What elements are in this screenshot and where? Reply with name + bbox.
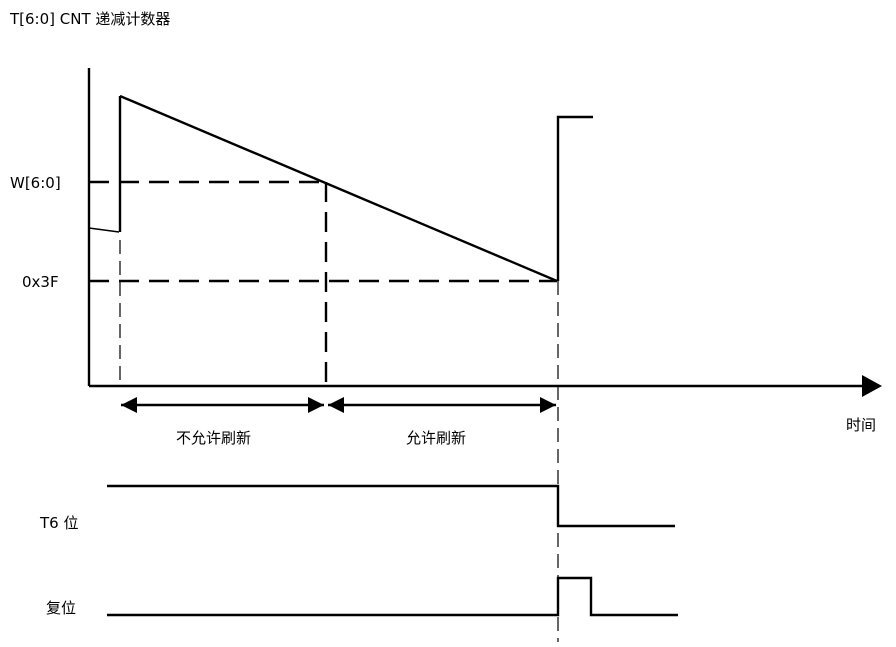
reset-signal-label: 复位 — [46, 599, 76, 617]
t6-signal-waveform — [107, 484, 675, 528]
refresh-left-arrowhead — [328, 397, 344, 413]
no-refresh-label: 不允许刷新 — [176, 429, 251, 447]
x-axis-arrowhead — [862, 375, 882, 397]
counter-reset-reload — [556, 115, 593, 281]
no-refresh-right-arrowhead — [308, 397, 324, 413]
counter-initial-level — [88, 227, 120, 233]
t6-signal-label: T6 位 — [39, 514, 78, 532]
threshold-value-label: 0x3F — [22, 273, 59, 291]
diagram-title: T[6:0] CNT 递减计数器 — [9, 10, 170, 28]
reset-signal-waveform — [107, 576, 678, 617]
counter-down-ramp — [119, 94, 558, 283]
window-value-label: W[6:0] — [10, 174, 61, 192]
x-axis-label: 时间 — [846, 416, 876, 434]
refresh-label: 允许刷新 — [406, 429, 466, 447]
no-refresh-left-arrowhead — [121, 397, 137, 413]
refresh-right-arrowhead — [540, 397, 556, 413]
